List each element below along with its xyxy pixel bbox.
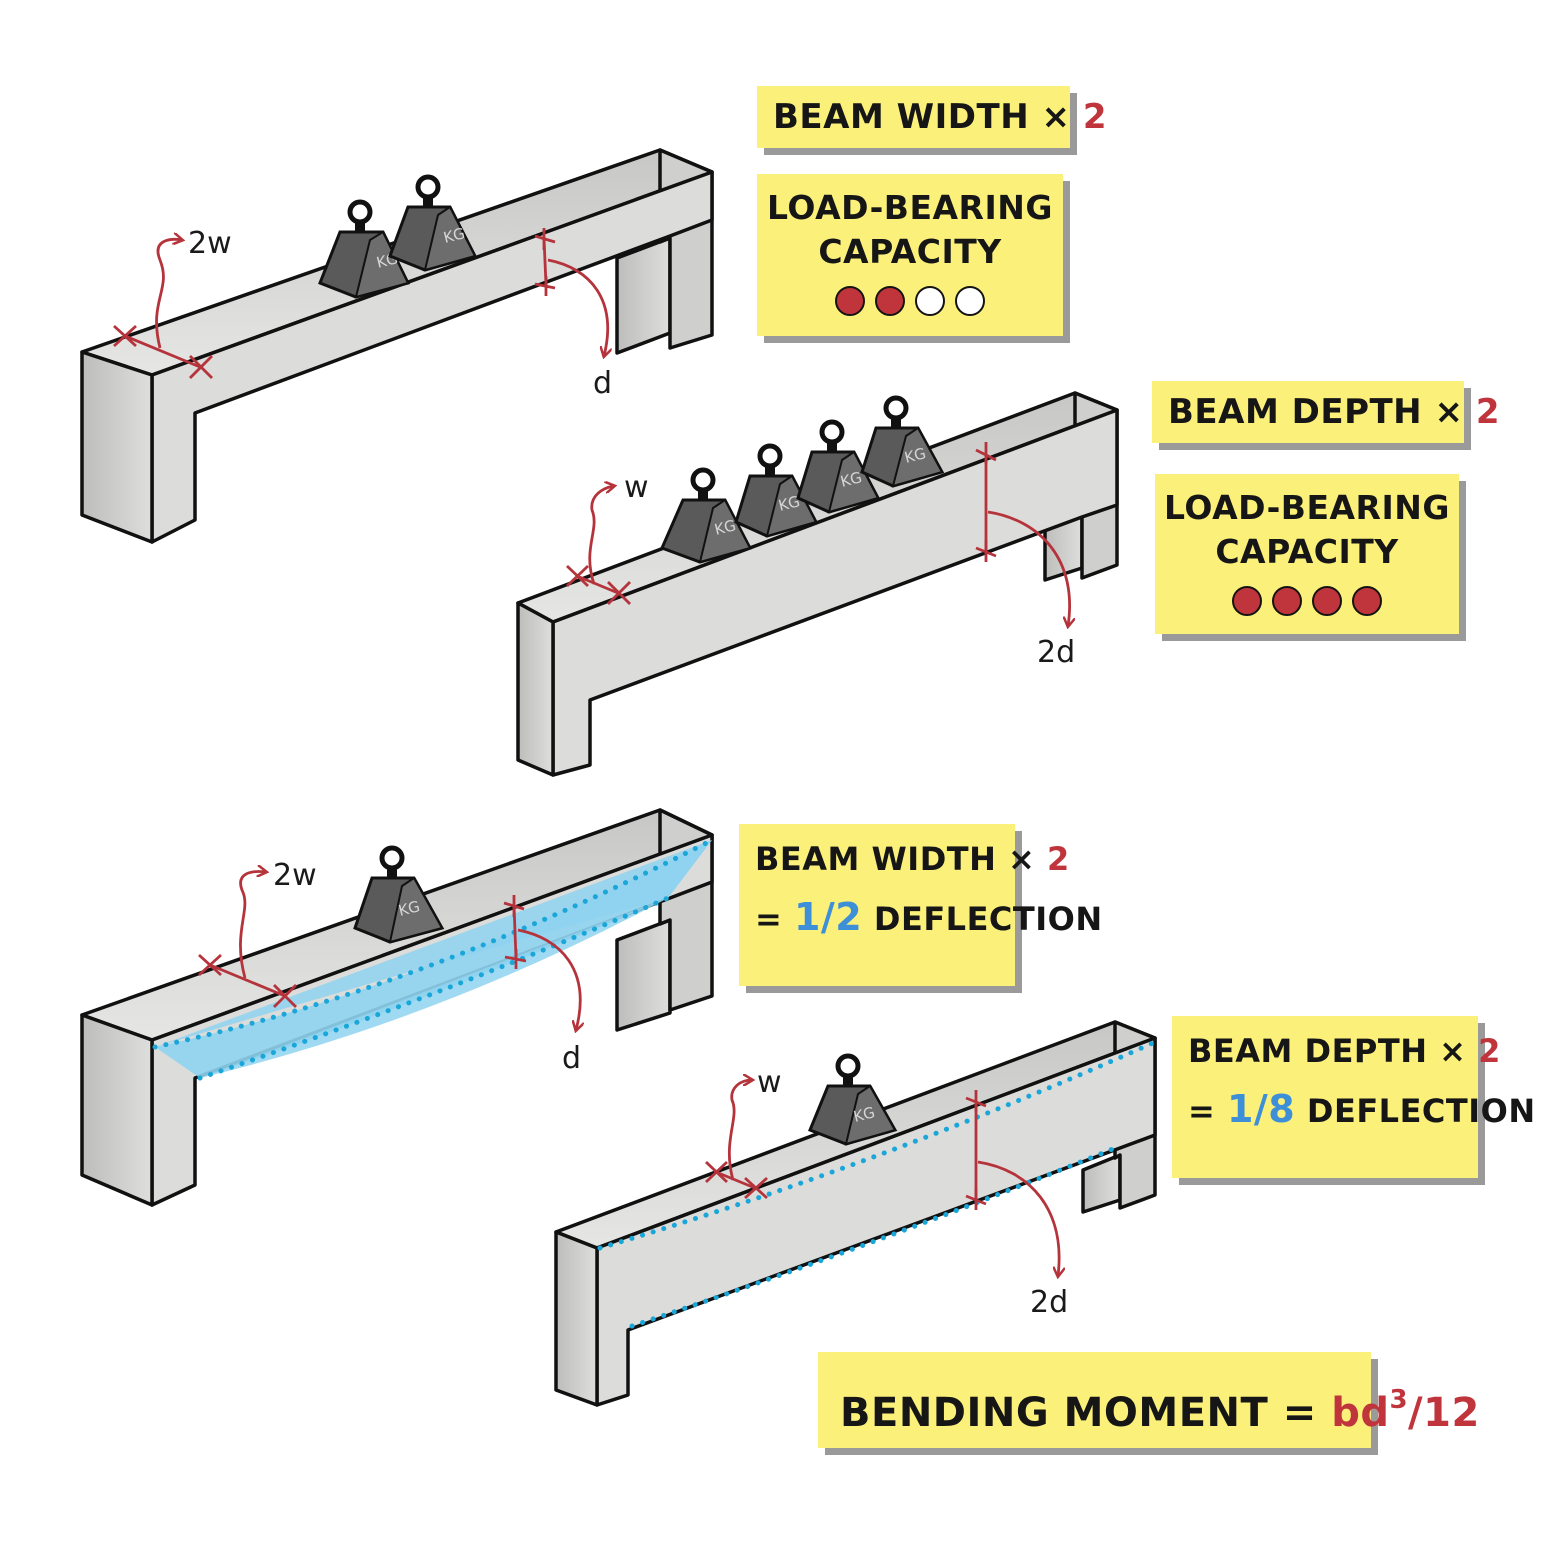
weight-icon: KG bbox=[734, 443, 819, 538]
depth-label: 2d bbox=[1030, 1285, 1068, 1320]
deflection-word: DEFLECTION bbox=[1306, 1092, 1536, 1130]
weight-icon: KG bbox=[318, 199, 411, 299]
capacity-line-1: LOAD-BEARING bbox=[1164, 488, 1450, 527]
capacity-rating bbox=[757, 286, 1063, 316]
svg-text:KG: KG bbox=[839, 468, 864, 491]
capacity-rating bbox=[1155, 586, 1459, 616]
weight-icon: KG bbox=[808, 1053, 898, 1146]
beam-1-front-face bbox=[150, 170, 714, 544]
svg-text:KG: KG bbox=[852, 1103, 877, 1126]
deflection-curves bbox=[597, 1039, 1158, 1329]
beam-4 bbox=[554, 1020, 1157, 1407]
beam-1-weights: KG KG bbox=[318, 174, 478, 299]
beam-4-front-face bbox=[595, 1036, 1157, 1407]
beam-1 bbox=[80, 148, 714, 544]
deflection-region bbox=[155, 840, 712, 1078]
deflection-word: DEFLECTION bbox=[873, 900, 1103, 938]
beam-2 bbox=[516, 391, 1119, 777]
note-factor: 2 bbox=[1046, 840, 1070, 878]
note-header: BEAM DEPTH bbox=[1168, 392, 1423, 432]
depth-label: d bbox=[593, 366, 612, 401]
weight-icon: KG bbox=[659, 467, 753, 564]
note-header: BEAM DEPTH bbox=[1188, 1032, 1428, 1070]
weight-icon: KG bbox=[353, 845, 445, 944]
capacity-note: LOAD-BEARING CAPACITY bbox=[757, 174, 1063, 336]
svg-text:KG: KG bbox=[713, 516, 738, 539]
capacity-dot-empty bbox=[955, 286, 985, 316]
deflection-note: BEAM WIDTH × 2 = 1/2 DEFLECTION bbox=[739, 824, 1102, 986]
beam-3-front-leg-side bbox=[80, 1013, 154, 1207]
depth-label: d bbox=[562, 1041, 581, 1076]
capacity-dot-filled bbox=[1232, 586, 1262, 616]
note-header: BEAM WIDTH bbox=[773, 97, 1030, 137]
beam-3-dimensions bbox=[198, 872, 580, 1030]
depth-label: 2d bbox=[1037, 635, 1075, 670]
beam-4-front-leg-side bbox=[554, 1230, 599, 1407]
capacity-dot-filled bbox=[1312, 586, 1342, 616]
weight-icon: KG bbox=[860, 395, 945, 488]
formula-note: BENDING MOMENT = bd3/12 bbox=[818, 1352, 1479, 1448]
beam-3-back-leg bbox=[615, 918, 672, 1032]
weight-icon: KG bbox=[388, 174, 478, 272]
note-header: BEAM WIDTH bbox=[755, 840, 997, 878]
svg-text:KG: KG bbox=[903, 444, 928, 467]
beam-1-front-leg-side bbox=[80, 350, 154, 544]
capacity-note: LOAD-BEARING CAPACITY bbox=[1155, 474, 1459, 634]
svg-text:KG: KG bbox=[397, 897, 422, 920]
beam-width-note: BEAM WIDTH × 2 bbox=[757, 86, 1106, 148]
deflection-region bbox=[155, 840, 712, 1078]
svg-text:KG: KG bbox=[777, 492, 802, 515]
deflection-note: BEAM DEPTH × 2 = 1/8 DEFLECTION bbox=[1172, 1016, 1535, 1178]
beam-4-back-leg bbox=[1081, 1153, 1122, 1214]
note-factor: 2 bbox=[1475, 392, 1500, 432]
formula-expression: bd3/12 bbox=[1331, 1385, 1480, 1436]
note-factor: 2 bbox=[1478, 1032, 1501, 1070]
beam-3-weights: KG bbox=[353, 845, 445, 944]
width-label: w bbox=[624, 470, 649, 505]
capacity-dot-empty bbox=[915, 286, 945, 316]
beam-2-front-face bbox=[551, 408, 1119, 777]
capacity-line-2: CAPACITY bbox=[1215, 532, 1399, 571]
capacity-dot-filled bbox=[1352, 586, 1382, 616]
width-label: w bbox=[757, 1065, 782, 1100]
beam-1-back-leg bbox=[615, 236, 672, 355]
deflection-fraction: 1/2 bbox=[793, 895, 863, 939]
beam-2-weights: KG KG KG KG bbox=[659, 395, 945, 564]
beam-2-front-leg-side bbox=[516, 601, 555, 777]
svg-text:KG: KG bbox=[442, 224, 467, 247]
note-factor: 2 bbox=[1082, 97, 1107, 137]
beam-depth-note: BEAM DEPTH × 2 bbox=[1152, 381, 1499, 443]
beam-4-dimensions bbox=[705, 1080, 1059, 1276]
formula-label: BENDING MOMENT bbox=[840, 1390, 1269, 1436]
weight-icon: KG bbox=[796, 419, 881, 514]
deflection-curves bbox=[152, 837, 715, 1081]
capacity-dot-filled bbox=[875, 286, 905, 316]
capacity-line-1: LOAD-BEARING bbox=[767, 188, 1053, 227]
width-label: 2w bbox=[188, 226, 232, 261]
capacity-line-2: CAPACITY bbox=[818, 232, 1002, 271]
beam-4-weights: KG bbox=[808, 1053, 898, 1146]
width-label: 2w bbox=[273, 858, 317, 893]
capacity-dot-filled bbox=[1272, 586, 1302, 616]
beam-1-dimensions bbox=[113, 228, 608, 379]
beam-2-dimensions bbox=[566, 442, 1070, 626]
capacity-dot-filled bbox=[835, 286, 865, 316]
deflection-fraction: 1/8 bbox=[1226, 1087, 1296, 1131]
